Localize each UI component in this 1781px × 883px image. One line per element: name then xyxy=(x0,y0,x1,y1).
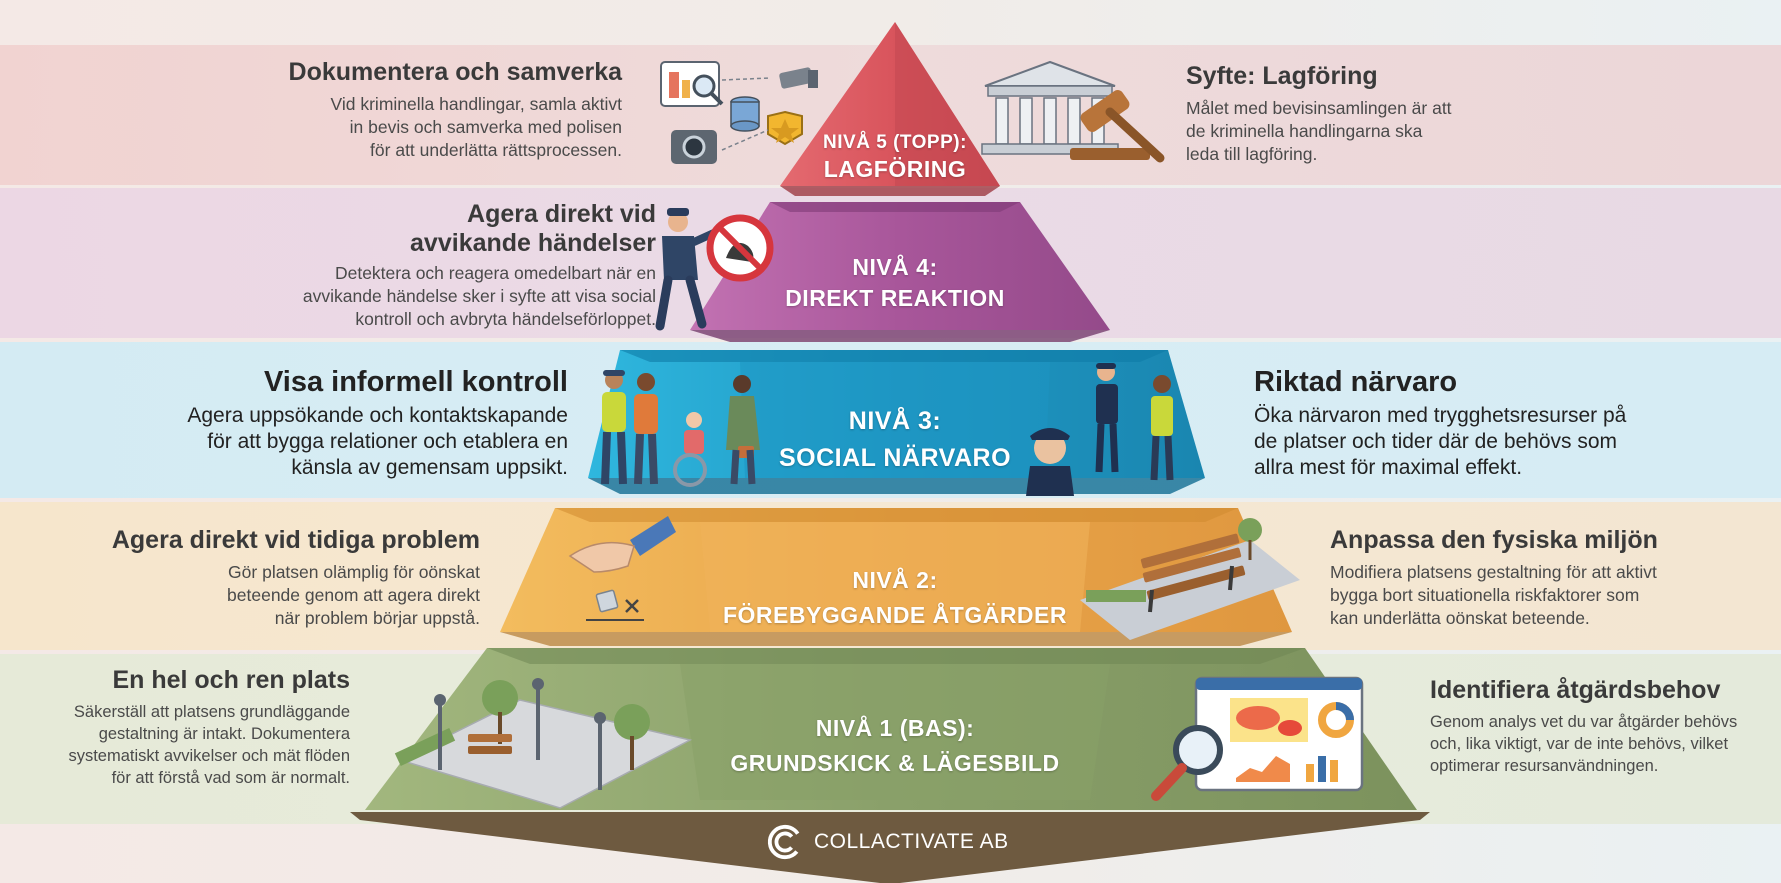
police-officers-icon xyxy=(1026,363,1174,496)
level-3-right-block: Riktad närvaro Öka närvaron med trygghet… xyxy=(1254,366,1694,481)
no-graffiti-sign-icon xyxy=(706,214,774,282)
level-5-left-text-1: Vid kriminella handlingar, samla aktivt xyxy=(330,94,622,114)
level-1-right-block: Identifiera åtgärdsbehov Genom analys ve… xyxy=(1430,676,1770,777)
level-3-left-block: Visa informell kontroll Agera uppsökande… xyxy=(130,366,568,481)
level-5-left-text-2: in bevis och samverka med polisen xyxy=(349,117,622,137)
level-2-right-text-1: Modifiera platsens gestaltning för att a… xyxy=(1330,562,1657,582)
level-5-label: NIVÅ 5 (TOPP): LAGFÖRING xyxy=(790,132,1000,183)
level-1-right-text-3: optimerar resursanvändningen. xyxy=(1430,757,1659,775)
level-4-left-title-2: avvikande händelser xyxy=(410,229,656,257)
level-5-left-text-3: för att underlätta rättsprocessen. xyxy=(370,140,622,160)
level-4-left-block: Agera direkt vid avvikande händelser Det… xyxy=(230,200,656,331)
level-1-right-title: Identifiera åtgärdsbehov xyxy=(1430,676,1721,704)
level-4-left-title-1: Agera direkt vid xyxy=(467,200,656,228)
level-1-left-text-2: gestaltning är intakt. Dokumentera xyxy=(98,725,350,743)
level-2-right-text-3: kan underlätta oönskat beteende. xyxy=(1330,608,1590,628)
level-2-line2: FÖREBYGGANDE ÅTGÄRDER xyxy=(722,602,1067,628)
level-5-line2: LAGFÖRING xyxy=(823,156,967,182)
level-2-right-block: Anpassa den fysiska miljön Modifiera pla… xyxy=(1330,526,1730,630)
level-2-line1: NIVÅ 2: xyxy=(852,567,938,593)
level-2-right-text-2: bygga bort situationella riskfaktorer so… xyxy=(1330,585,1640,605)
security-guard-icon xyxy=(655,208,720,331)
level-5-right-text-2: de kriminella handlingarna ska xyxy=(1186,121,1423,141)
level-3-left-title: Visa informell kontroll xyxy=(263,366,568,398)
level-3-left-text-1: Agera uppsökande och kontaktskapande xyxy=(187,404,568,427)
level-2-left-text-1: Gör platsen olämplig för oönskat xyxy=(228,562,480,582)
level-3-right-text-2: de platser och tider där de behövs som xyxy=(1254,430,1618,453)
pyramid-level-2 xyxy=(500,508,1292,646)
level-3-left-text-3: känsla av gemensam uppsikt. xyxy=(291,456,568,479)
level-2-left-text-2: beteende genom att agera direkt xyxy=(227,585,480,605)
level-3-right-text-1: Öka närvaron med trygghetsresurser på xyxy=(1254,404,1627,427)
level-5-line1: NIVÅ 5 (TOPP): xyxy=(823,132,967,153)
level-3-right-title: Riktad närvaro xyxy=(1254,366,1458,398)
level-2-left-text-3: när problem börjar uppstå. xyxy=(274,608,480,628)
level-4-label: NIVÅ 4: DIREKT REAKTION xyxy=(745,254,1045,312)
litter-cleanup-icon xyxy=(568,516,676,621)
level-2-left-block: Agera direkt vid tidiga problem Gör plat… xyxy=(90,526,480,630)
level-4-left-text-1: Detektera och reagera omedelbart när en xyxy=(334,263,656,283)
park-scene-icon xyxy=(394,678,693,809)
pyramid-level-5 xyxy=(780,22,1000,196)
level-3-left-text-2: för att bygga relationer och etablera en xyxy=(207,430,568,453)
gavel-icon xyxy=(1070,90,1165,163)
park-bench-icon xyxy=(1080,518,1300,640)
company-logo: COLLACTIVATE AB xyxy=(766,822,1026,862)
level-5-right-title: Syfte: Lagföring xyxy=(1186,62,1378,90)
level-2-label: NIVÅ 2: FÖREBYGGANDE ÅTGÄRDER xyxy=(690,567,1100,629)
level-1-left-title: En hel och ren plats xyxy=(112,666,350,694)
level-5-right-text-3: leda till lagföring. xyxy=(1186,144,1318,164)
level-1-right-text-1: Genom analys vet du var åtgärder behövs xyxy=(1430,713,1738,731)
level-1-right-text-2: och, lika viktigt, var de inte behövs, v… xyxy=(1430,735,1729,753)
level-5-right-text-1: Målet med bevisinsamlingen är att xyxy=(1186,98,1452,118)
evidence-icon xyxy=(660,61,818,164)
level-1-left-text-1: Säkerställ att platsens grundläggande xyxy=(73,703,350,721)
level-4-line1: NIVÅ 4: xyxy=(852,254,938,280)
pyramid-level-4 xyxy=(690,202,1110,342)
level-3-line1: NIVÅ 3: xyxy=(848,407,942,435)
level-1-label: NIVÅ 1 (BAS): GRUNDSKICK & LÄGESBILD xyxy=(690,715,1100,777)
level-3-label: NIVÅ 3: SOCIAL NÄRVARO xyxy=(740,407,1050,473)
level-4-left-text-3: kontroll och avbryta händelseförloppet. xyxy=(355,309,656,329)
level-1-line1: NIVÅ 1 (BAS): xyxy=(815,715,975,741)
level-3-line2: SOCIAL NÄRVARO xyxy=(778,444,1012,472)
level-1-left-text-3: systematiskt avvikelser och mät flöden xyxy=(68,747,350,765)
level-1-line2: GRUNDSKICK & LÄGESBILD xyxy=(730,750,1060,776)
level-5-left-title: Dokumentera och samverka xyxy=(288,58,622,86)
level-5-left-block: Dokumentera och samverka Vid kriminella … xyxy=(220,58,622,162)
level-1-left-text-4: för att förstå vad som är normalt. xyxy=(111,769,350,787)
pyramid-base-footer xyxy=(350,812,1430,883)
level-1-left-block: En hel och ren plats Säkerställ att plat… xyxy=(40,666,350,789)
level-5-right-block: Syfte: Lagföring Målet med bevisinsamlin… xyxy=(1186,62,1546,166)
community-people-icon xyxy=(601,370,760,487)
level-4-left-text-2: avvikande händelse sker i syfte att visa… xyxy=(302,286,656,306)
logo-text: COLLACTIVATE AB xyxy=(814,830,1009,853)
level-2-right-title: Anpassa den fysiska miljön xyxy=(1330,526,1658,554)
collactivate-logo-icon xyxy=(767,824,803,860)
analytics-dashboard-icon xyxy=(1151,676,1364,801)
level-3-right-text-3: allra mest för maximal effekt. xyxy=(1254,456,1523,479)
level-2-left-title: Agera direkt vid tidiga problem xyxy=(111,526,480,554)
level-4-line2: DIREKT REAKTION xyxy=(785,285,1005,311)
